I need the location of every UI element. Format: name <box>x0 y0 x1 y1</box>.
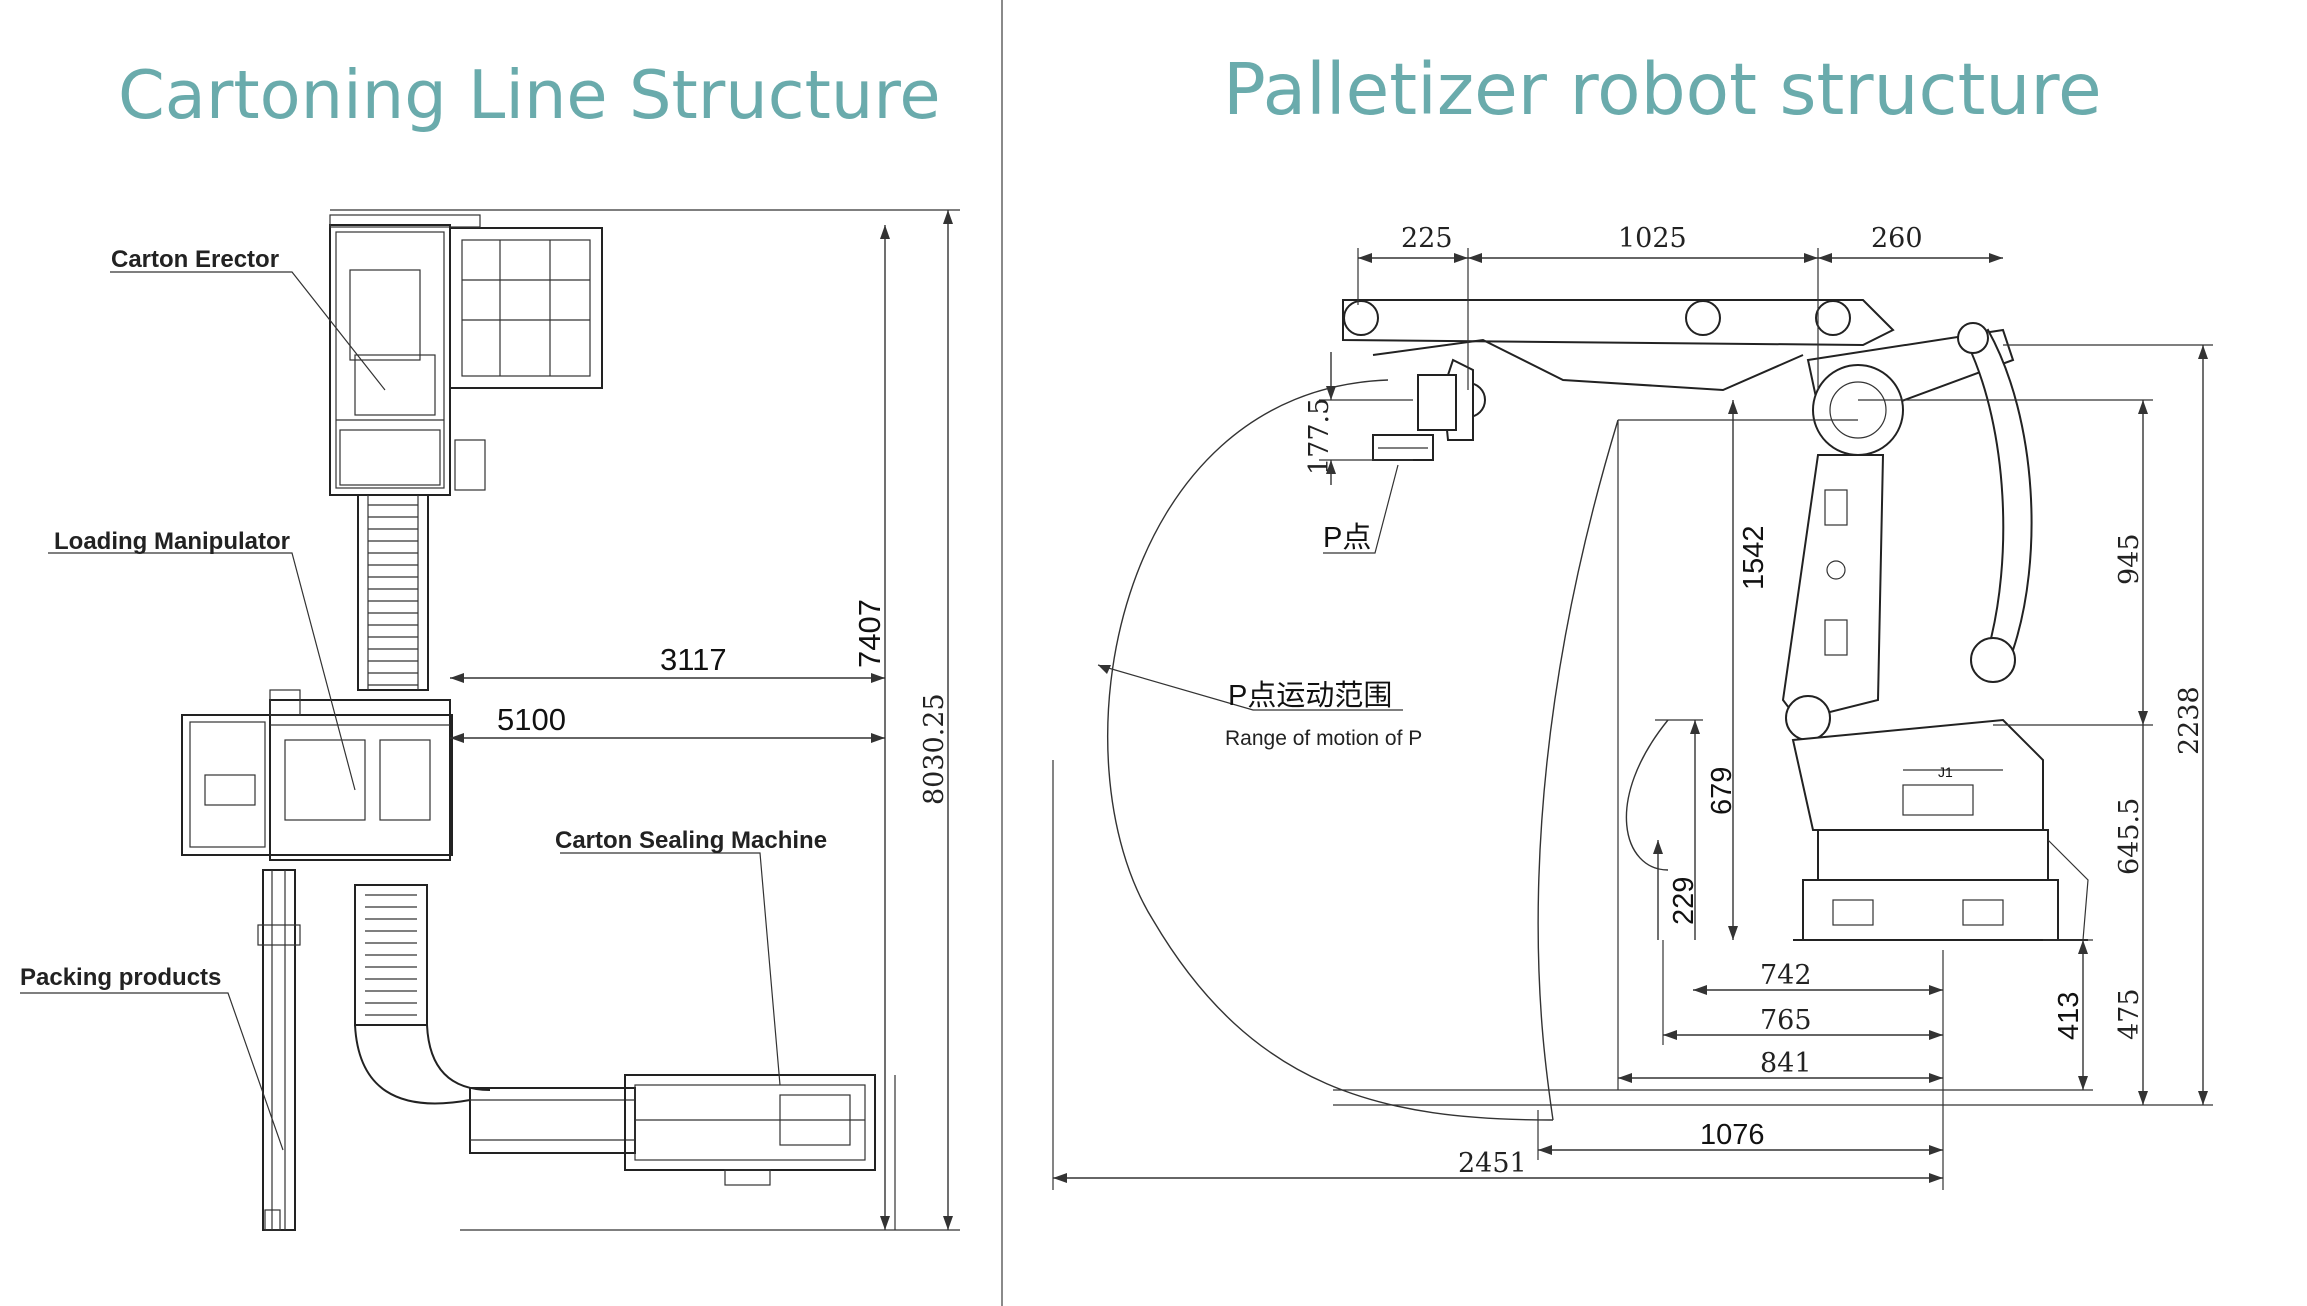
dimension-229: 229 <box>1668 877 1700 925</box>
palletizer-robot-drawing: J1 225 1025 260 177.5 <box>1052 223 2213 1190</box>
loading-manipulator-label: Loading Manipulator <box>54 528 290 555</box>
range-of-motion-envelope <box>1107 379 1554 1121</box>
dimension-679: 679 <box>1706 767 1738 815</box>
robot-arm <box>1342 299 2033 683</box>
dimension-841: 841 <box>1760 1048 1812 1079</box>
dimension-8030: 8030.25 <box>919 693 950 805</box>
packing-products-conveyor <box>257 869 301 1231</box>
p-point-leader <box>1323 464 1399 554</box>
dimension-260: 260 <box>1871 223 1923 254</box>
palletizer-robot-title: Palletizer robot structure <box>1223 48 2102 131</box>
dimension-413: 413 <box>2053 992 2085 1040</box>
lower-conveyor <box>354 884 636 1154</box>
carton-erector-machine <box>329 209 960 496</box>
dimension-945: 945 <box>2114 533 2145 585</box>
dimension-475: 475 <box>2114 988 2145 1040</box>
dimension-177-lines <box>1319 352 1413 485</box>
carton-sealing-machine-label: Carton Sealing Machine <box>555 827 827 854</box>
dimension-742: 742 <box>1760 960 1812 991</box>
dimension-765: 765 <box>1760 1005 1812 1036</box>
dimension-7407: 7407 <box>852 599 887 668</box>
cartoning-line-title: Cartoning Line Structure <box>118 56 941 134</box>
bottom-dimension-lines <box>1052 420 1944 1190</box>
dimension-5100: 5100 <box>497 702 566 737</box>
panel-divider <box>1001 0 1003 1306</box>
dimension-225: 225 <box>1401 223 1453 254</box>
carton-erector-label: Carton Erector <box>111 246 279 273</box>
range-en-label: Range of motion of P <box>1225 727 1422 750</box>
cartoning-line-panel: Cartoning Line Structure <box>0 0 1001 1306</box>
cartoning-line-drawing: Carton Erector Loading Manipulator Carto… <box>20 209 960 1231</box>
robot-column <box>1781 454 2089 941</box>
overall-dimension-lines <box>450 210 960 1231</box>
top-dimension-lines <box>1357 248 2003 390</box>
loading-manipulator-machine <box>181 689 453 861</box>
dimension-177: 177.5 <box>1304 398 1335 475</box>
range-leader <box>1097 664 1403 711</box>
dimension-2238: 2238 <box>2174 686 2205 755</box>
range-cn-label: P点运动范围 <box>1228 679 1392 712</box>
palletizer-robot-panel: Palletizer robot structure <box>1003 0 2307 1306</box>
label-leader-lines <box>20 271 781 1151</box>
end-effector <box>1372 374 1457 461</box>
upper-conveyor <box>357 494 429 691</box>
dimension-1025: 1025 <box>1618 223 1687 254</box>
carton-sealing-machine <box>624 1074 876 1186</box>
dimension-3117: 3117 <box>660 642 727 677</box>
dimension-2451: 2451 <box>1458 1148 1527 1179</box>
packing-products-label: Packing products <box>20 964 221 991</box>
dimension-645: 645.5 <box>2114 798 2145 875</box>
axis-j1-label: J1 <box>1938 764 1953 780</box>
p-point-label: P点 <box>1323 521 1371 554</box>
vertical-dimension-lines <box>1333 344 2213 1106</box>
dimension-1542: 1542 <box>1738 525 1770 590</box>
dimension-1076: 1076 <box>1700 1119 1765 1151</box>
